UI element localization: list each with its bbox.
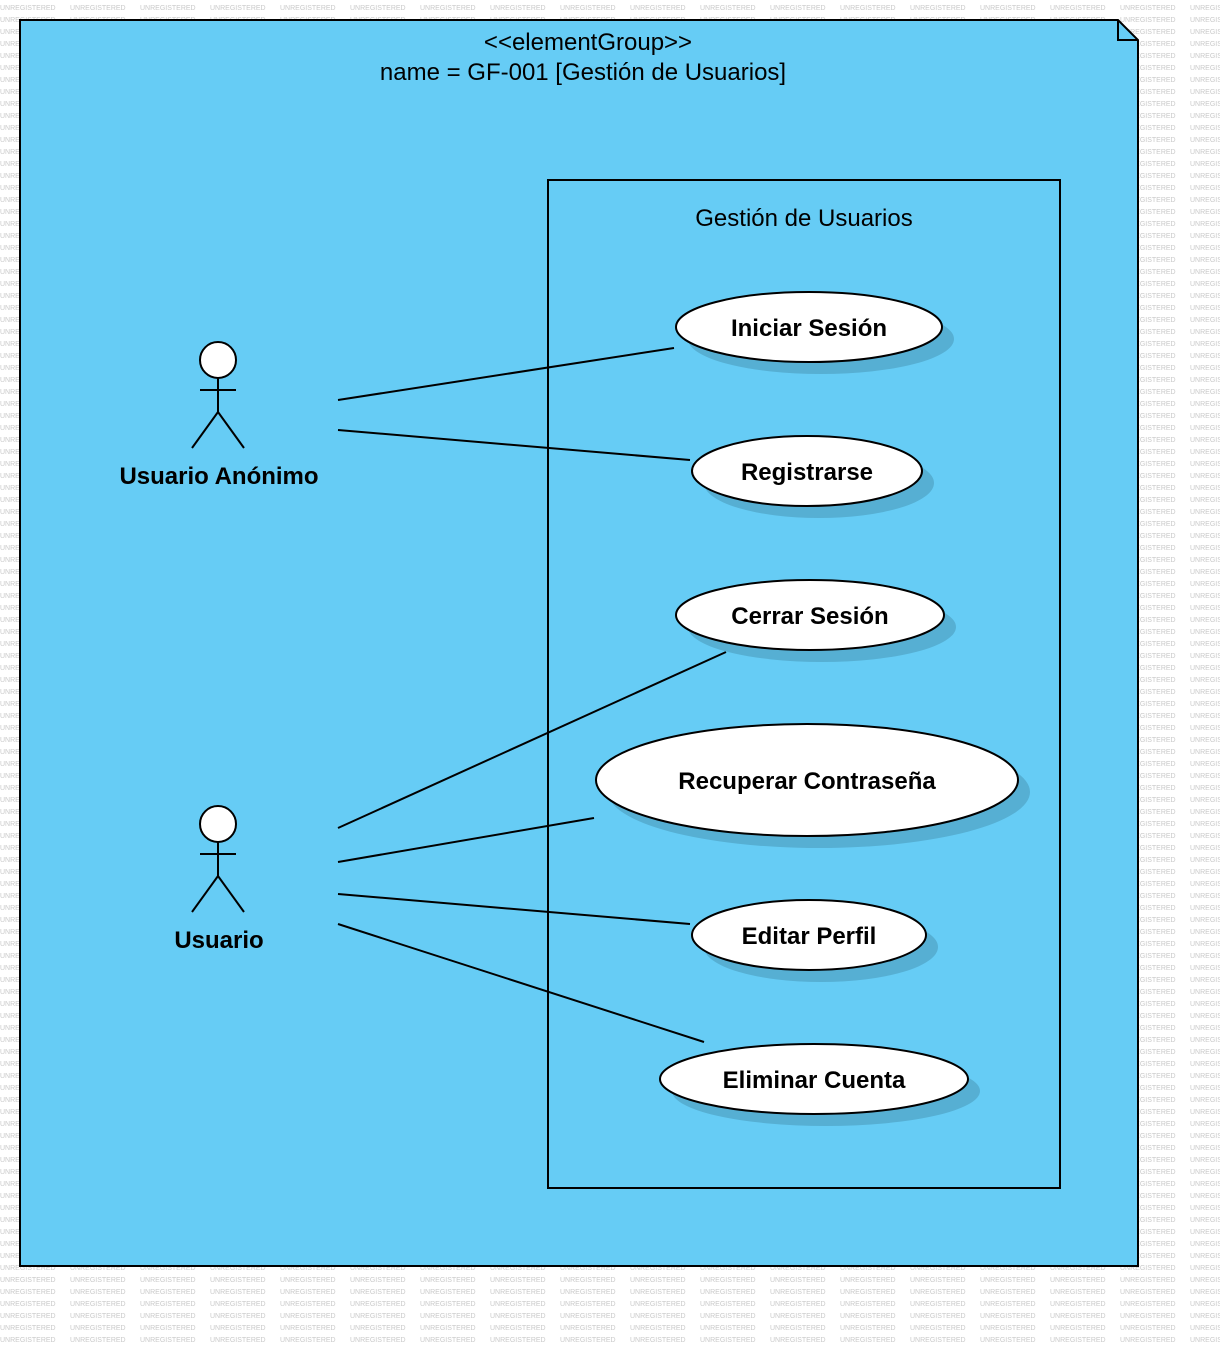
stick-figure-icon xyxy=(191,341,245,449)
use-case-ellipse xyxy=(595,723,1019,837)
actor-label: Usuario Anónimo xyxy=(119,463,318,490)
system-boundary-frame xyxy=(547,179,1061,1189)
stick-figure-icon xyxy=(191,805,245,913)
associations xyxy=(337,347,727,1043)
use-case-editar-perfil[interactable]: Editar Perfil xyxy=(691,899,938,982)
association-user-recover[interactable] xyxy=(337,817,595,863)
use-case-cerrar-sesion[interactable]: Cerrar Sesión xyxy=(675,579,956,662)
actor-usuario[interactable]: Usuario xyxy=(174,805,264,954)
association-user-logout[interactable] xyxy=(337,651,727,829)
use-case-label: Recuperar Contraseña xyxy=(678,768,936,795)
association-anon-login[interactable] xyxy=(337,347,675,401)
system-title: Gestión de Usuarios xyxy=(695,205,912,232)
use-case-label: Iniciar Sesión xyxy=(731,315,887,342)
use-case-iniciar-sesion[interactable]: Iniciar Sesión xyxy=(675,291,954,374)
association-anon-register[interactable] xyxy=(337,429,691,461)
use-case-ellipse xyxy=(675,291,943,363)
association-user-delete[interactable] xyxy=(337,923,705,1043)
group-name: name = GF-001 [Gestión de Usuarios] xyxy=(380,59,786,86)
group-stereotype: <<elementGroup>> xyxy=(484,29,692,56)
actor-label: Usuario xyxy=(174,927,263,954)
use-case-ellipse xyxy=(691,435,923,507)
use-case-ellipse xyxy=(675,579,945,651)
use-case-eliminar-cuenta[interactable]: Eliminar Cuenta xyxy=(659,1043,980,1126)
use-case-label: Eliminar Cuenta xyxy=(723,1067,906,1094)
association-user-edit[interactable] xyxy=(337,893,691,925)
actor-usuario-anonimo[interactable]: Usuario Anónimo xyxy=(119,341,319,490)
use-case-ellipse xyxy=(691,899,927,971)
use-case-registrarse[interactable]: Registrarse xyxy=(691,435,934,518)
use-case-recuperar-contrasena[interactable]: Recuperar Contraseña xyxy=(595,723,1030,848)
system-boundary[interactable]: Gestión de Usuarios xyxy=(547,179,1061,1189)
use-case-label: Registrarse xyxy=(741,459,873,486)
use-case-ellipse xyxy=(659,1043,969,1115)
folded-corner xyxy=(1117,20,1138,41)
use-case-label: Cerrar Sesión xyxy=(731,603,888,630)
use-case-label: Editar Perfil xyxy=(742,923,877,950)
